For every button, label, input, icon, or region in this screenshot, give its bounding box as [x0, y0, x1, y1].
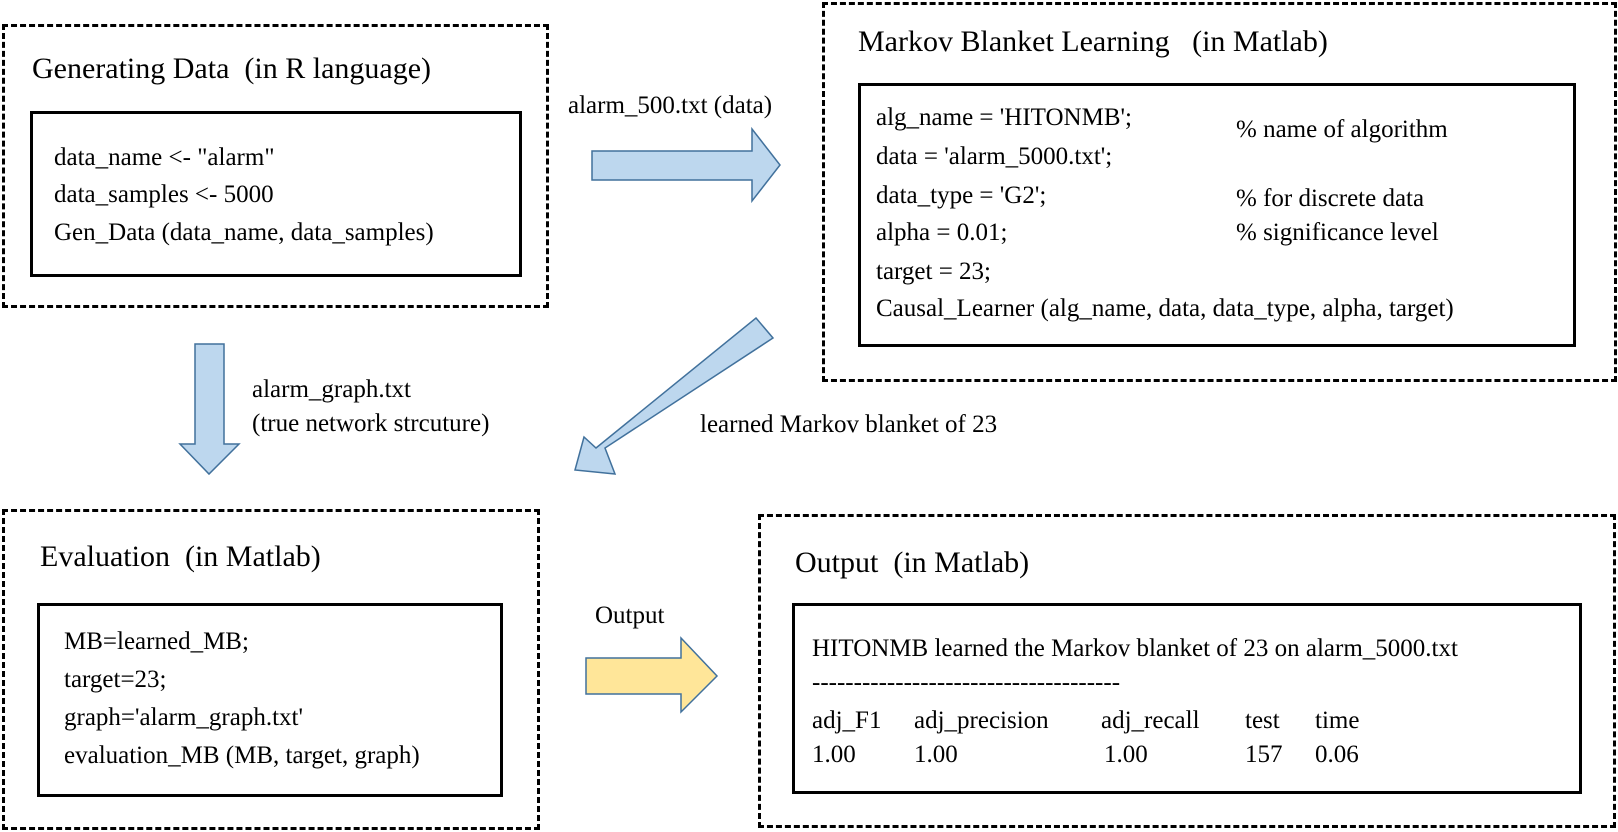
output-value: 157 — [1245, 741, 1283, 768]
output-box — [792, 603, 1582, 794]
code-line: MB=learned_MB; — [64, 628, 249, 655]
code-box-generating-data — [30, 111, 522, 277]
output-column-header: adj_precision — [914, 707, 1049, 734]
output-column-header: test — [1245, 707, 1280, 734]
code-box-evaluation — [37, 603, 503, 797]
output-separator: ------------------------------------- — [812, 669, 1121, 696]
arrow-learning-to-evaluation — [574, 316, 775, 475]
arrow-label-graph: alarm_graph.txt — [252, 376, 411, 403]
panel-title-evaluation: Evaluation (in Matlab) — [40, 540, 321, 573]
output-value: 1.00 — [1104, 741, 1148, 768]
output-headline: HITONMB learned the Markov blanket of 23… — [812, 635, 1458, 662]
panel-title-output: Output (in Matlab) — [795, 546, 1030, 579]
output-value: 1.00 — [914, 741, 958, 768]
code-comment: % name of algorithm — [1236, 116, 1448, 143]
code-line: data = 'alarm_5000.txt'; — [876, 143, 1113, 170]
output-column-header: adj_F1 — [812, 707, 882, 734]
arrow-label-learned-mb: learned Markov blanket of 23 — [700, 411, 998, 438]
arrow-label-data: alarm_500.txt (data) — [568, 92, 773, 119]
code-line: graph='alarm_graph.txt' — [64, 704, 304, 731]
code-line: Gen_Data (data_name, data_samples) — [54, 219, 434, 246]
panel-generating-data — [2, 24, 549, 308]
code-comment: % significance level — [1236, 219, 1439, 246]
arrow-graph-to-evaluation — [178, 343, 241, 476]
panel-title-generating-data: Generating Data (in R language) — [32, 52, 432, 85]
code-line: data_samples <- 5000 — [54, 181, 274, 208]
code-line: target=23; — [64, 666, 167, 693]
code-line: alpha = 0.01; — [876, 219, 1008, 246]
output-column-header: adj_recall — [1101, 707, 1200, 734]
arrow-evaluation-to-output — [585, 636, 719, 714]
arrow-label-graph-sub: (true network strcuture) — [252, 410, 490, 437]
code-line: target = 23; — [876, 258, 992, 285]
code-line: data_type = 'G2'; — [876, 182, 1047, 209]
code-comment: % for discrete data — [1236, 185, 1425, 212]
code-line: data_name <- "alarm" — [54, 144, 275, 171]
code-line: Causal_Learner (alg_name, data, data_typ… — [876, 295, 1454, 322]
panel-mb-learning — [822, 2, 1617, 382]
code-box-mb-learning — [858, 83, 1576, 347]
code-line: alg_name = 'HITONMB'; — [876, 104, 1132, 131]
output-column-header: time — [1315, 707, 1360, 734]
arrow-data-to-learning — [591, 126, 781, 204]
panel-title-mb-learning: Markov Blanket Learning (in Matlab) — [858, 25, 1328, 58]
panel-evaluation — [2, 509, 540, 830]
arrow-label-output: Output — [595, 602, 665, 629]
output-value: 0.06 — [1315, 741, 1359, 768]
code-line: evaluation_MB (MB, target, graph) — [64, 742, 420, 769]
output-value: 1.00 — [812, 741, 856, 768]
panel-output — [758, 514, 1616, 828]
